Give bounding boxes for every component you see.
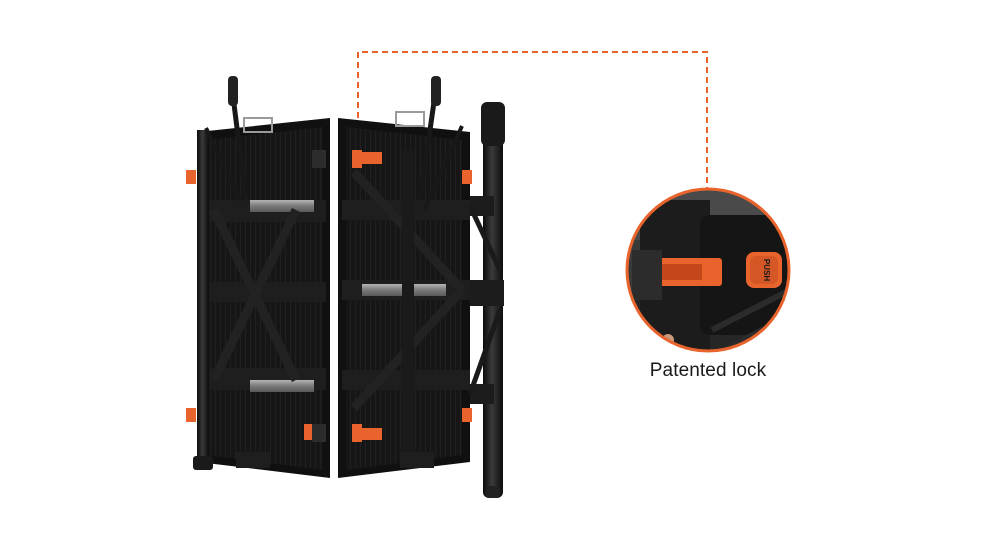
push-label: PUSH	[762, 259, 771, 281]
support-pole	[467, 102, 505, 498]
right-cabinet-panel	[338, 76, 472, 478]
left-cabinet-panel	[186, 76, 330, 478]
patented-lock-closeup: PUSH	[625, 187, 791, 353]
callout-connector	[357, 51, 708, 190]
callout-caption: Patented lock	[649, 360, 767, 381]
